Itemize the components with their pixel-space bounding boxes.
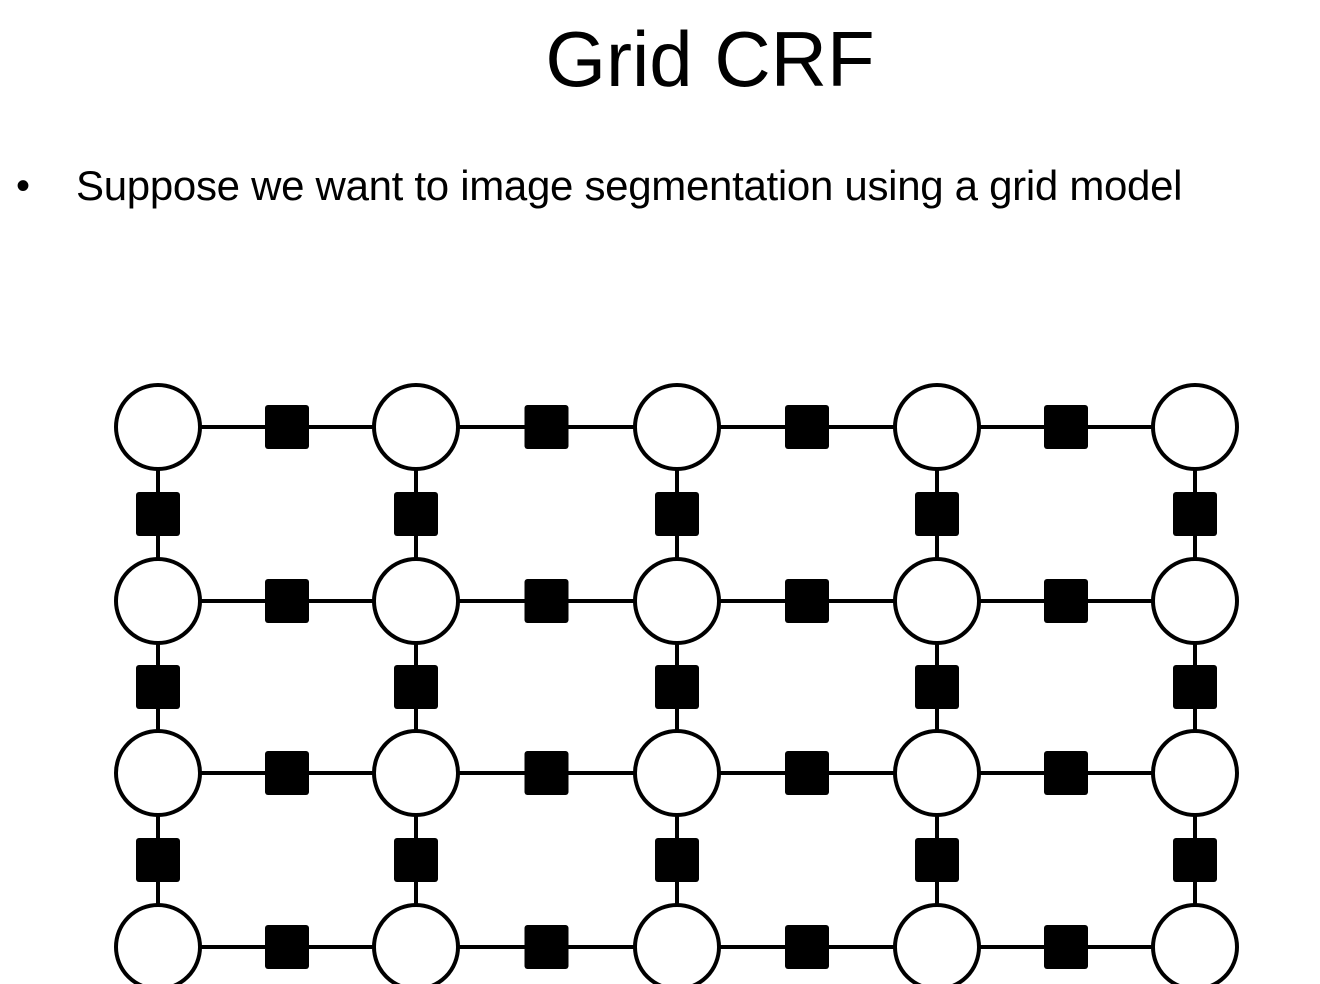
factor-node-vertical <box>136 665 180 709</box>
factor-node-horizontal <box>1044 925 1088 969</box>
variable-node <box>372 557 460 645</box>
factor-node-horizontal <box>524 925 569 969</box>
variable-node <box>372 729 460 817</box>
variable-node <box>114 557 202 645</box>
variable-node <box>893 903 981 984</box>
factor-node-vertical <box>394 838 438 882</box>
factor-node-vertical <box>394 665 438 709</box>
factor-node-vertical <box>394 492 438 536</box>
variable-node <box>114 903 202 984</box>
variable-node <box>1151 903 1239 984</box>
factor-node-horizontal <box>1044 751 1088 795</box>
bullet-text: Suppose we want to image segmentation us… <box>76 162 1183 209</box>
variable-node <box>114 729 202 817</box>
factor-node-horizontal <box>785 405 829 449</box>
factor-node-vertical <box>1173 492 1217 536</box>
variable-node <box>633 903 721 984</box>
factor-node-horizontal <box>524 405 569 449</box>
factor-node-horizontal <box>265 925 309 969</box>
factor-node-vertical <box>136 838 180 882</box>
variable-node <box>893 383 981 471</box>
variable-node <box>633 383 721 471</box>
factor-node-horizontal <box>1044 405 1088 449</box>
bullet-item: • Suppose we want to image segmentation … <box>16 158 1183 214</box>
factor-node-horizontal <box>524 751 569 795</box>
factor-node-vertical <box>1173 665 1217 709</box>
variable-node <box>1151 729 1239 817</box>
variable-node <box>893 729 981 817</box>
factor-node-vertical <box>136 492 180 536</box>
variable-node <box>114 383 202 471</box>
factor-node-vertical <box>655 492 699 536</box>
variable-node <box>372 903 460 984</box>
variable-node <box>893 557 981 645</box>
bullet-marker: • <box>16 164 31 208</box>
factor-node-vertical <box>915 665 959 709</box>
variable-node <box>1151 383 1239 471</box>
variable-node <box>633 729 721 817</box>
factor-node-vertical <box>1173 838 1217 882</box>
variable-node <box>1151 557 1239 645</box>
slide-title: Grid CRF <box>545 15 875 103</box>
factor-node-horizontal <box>1044 579 1088 623</box>
variable-node <box>372 383 460 471</box>
variable-node <box>633 557 721 645</box>
factor-node-horizontal <box>524 579 569 623</box>
factor-node-horizontal <box>785 579 829 623</box>
factor-node-vertical <box>655 665 699 709</box>
factor-node-vertical <box>655 838 699 882</box>
factor-node-vertical <box>915 838 959 882</box>
factor-node-horizontal <box>785 925 829 969</box>
factor-node-horizontal <box>265 751 309 795</box>
factor-node-horizontal <box>265 405 309 449</box>
factor-node-vertical <box>915 492 959 536</box>
factor-node-horizontal <box>785 751 829 795</box>
factor-node-horizontal <box>265 579 309 623</box>
